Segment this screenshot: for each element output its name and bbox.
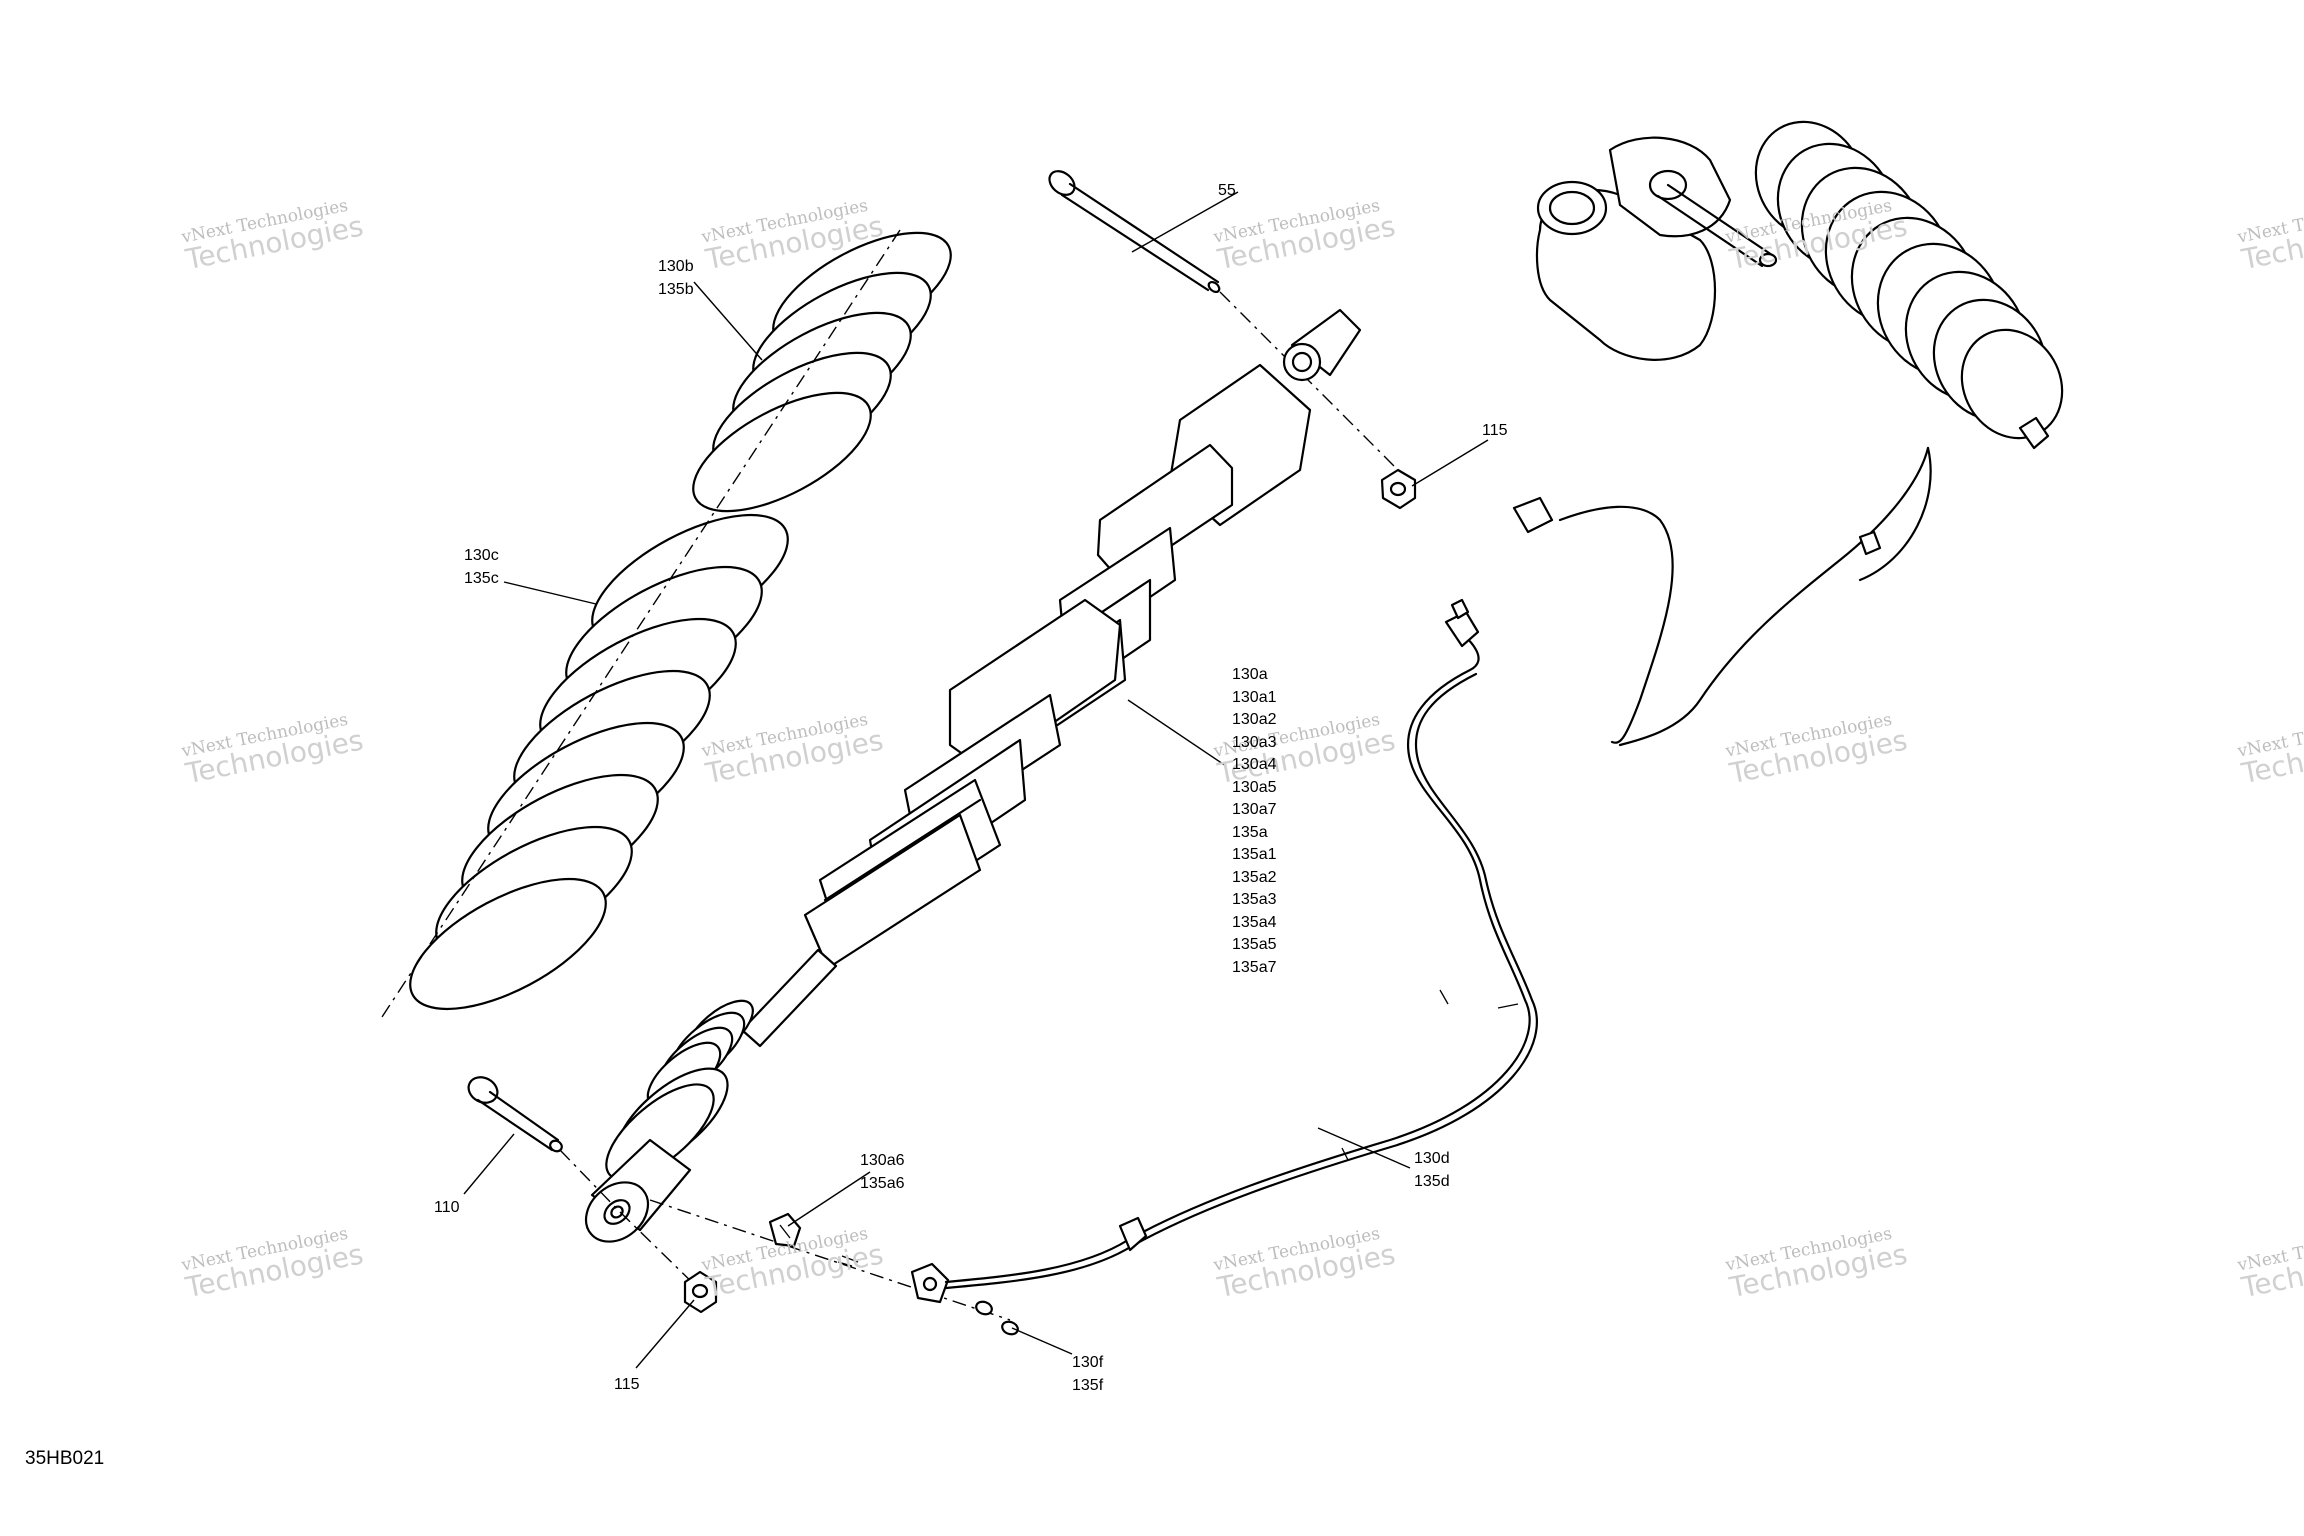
callout-130a-group: 130a 130a1 130a2 130a3 130a4 130a5 130a7… <box>1232 666 1277 976</box>
callout-130c-135c: 130c 135c <box>464 547 499 587</box>
sensor-clip-130a6 <box>768 1212 859 1267</box>
spring-axis-line <box>379 229 901 1021</box>
callout-115-bottom: 115 <box>614 1376 640 1393</box>
callout-130b-135b: 130b 135b <box>658 258 694 298</box>
callout-130d-135d: 130d 135d <box>1414 1150 1450 1190</box>
bolt-55-axis <box>1219 291 1401 473</box>
coil-spring-lower <box>409 513 789 1011</box>
sensor-cable-130d <box>944 598 1538 1290</box>
callout-115-top: 115 <box>1482 422 1508 439</box>
nut-115-top <box>1380 468 1417 510</box>
leader-lines <box>463 191 1489 1369</box>
assembled-shock-view <box>1512 120 2064 747</box>
figure-code: 35HB021 <box>25 1448 105 1469</box>
bolt-55 <box>1048 170 1221 294</box>
callout-55: 55 <box>1218 182 1236 199</box>
sensor-base <box>910 1262 950 1304</box>
shock-absorber <box>584 308 1362 1243</box>
sensor-axis <box>649 1199 1011 1321</box>
bolt-110 <box>467 1076 563 1153</box>
coil-spring-upper <box>692 231 952 513</box>
callout-110: 110 <box>434 1199 460 1216</box>
bolt-110-axis <box>559 1149 621 1213</box>
callout-130f-135f: 130f 135f <box>1072 1354 1104 1394</box>
sensor-washers-130f <box>975 1300 1019 1336</box>
callout-130a6-135a6: 130a6 135a6 <box>860 1152 905 1192</box>
lower-nut-axis <box>619 1211 701 1291</box>
